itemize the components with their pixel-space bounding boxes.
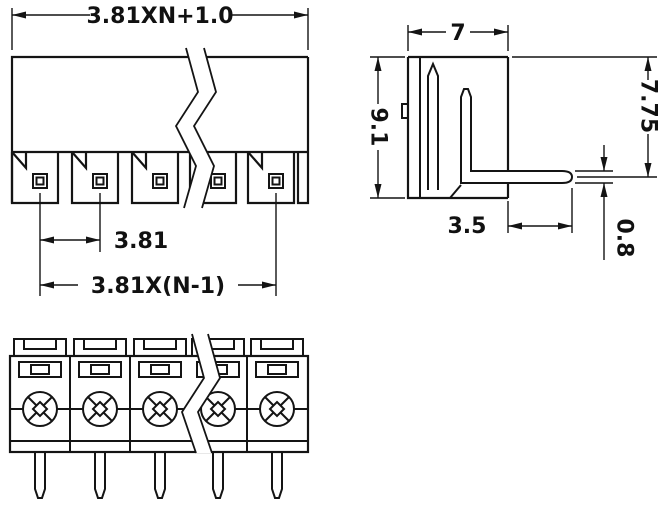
bottom-break-line bbox=[181, 333, 205, 454]
bottom-break-gap bbox=[182, 334, 220, 453]
dim-pin-offset-label: 3.5 bbox=[448, 214, 487, 239]
side-contact-blade bbox=[427, 61, 439, 190]
connector-tooth bbox=[10, 150, 60, 205]
dim-side-width: 7 bbox=[407, 21, 509, 51]
front-body-outline bbox=[10, 55, 310, 205]
dim-pin-thickness: 0.8 bbox=[575, 145, 637, 260]
bottom-break-line bbox=[197, 333, 221, 454]
front-break-gap bbox=[176, 48, 216, 208]
dim-overall-width-label: 3.81XN+1.0 bbox=[86, 4, 233, 29]
bottom-view bbox=[8, 333, 310, 499]
terminal-cell bbox=[129, 338, 191, 499]
front-break-line bbox=[174, 47, 199, 209]
dim-span: 3.81X(N-1) bbox=[39, 193, 277, 299]
terminal-cell bbox=[9, 338, 71, 499]
dim-pin-drop: 7.75 bbox=[512, 56, 659, 178]
dim-pin-drop-label: 7.75 bbox=[636, 79, 659, 133]
connector-tooth bbox=[246, 150, 296, 205]
front-break-line bbox=[192, 47, 217, 209]
dim-pitch: 3.81 bbox=[39, 193, 168, 254]
dim-pin-offset: 3.5 bbox=[448, 188, 573, 239]
side-view: 7 9.1 7.75 3.5 0.8 bbox=[366, 21, 659, 260]
dim-pin-thickness-label: 0.8 bbox=[612, 219, 637, 258]
side-body-outline bbox=[406, 55, 510, 200]
dim-span-label: 3.81X(N-1) bbox=[91, 274, 225, 299]
side-elbow-gusset bbox=[449, 184, 462, 199]
side-solder-pin bbox=[460, 88, 574, 184]
front-view: 3.81XN+1.0 3.81 3.81X(N-1) bbox=[10, 4, 310, 299]
dim-side-height: 9.1 bbox=[366, 56, 405, 199]
connector-tooth bbox=[70, 150, 120, 205]
terminal-cell bbox=[246, 338, 308, 499]
terminal-cell bbox=[69, 338, 131, 499]
dim-side-width-label: 7 bbox=[450, 21, 465, 46]
dim-pitch-label: 3.81 bbox=[114, 229, 168, 254]
dim-side-height-label: 9.1 bbox=[366, 108, 391, 147]
side-latch-notch bbox=[401, 103, 408, 119]
dim-overall-width: 3.81XN+1.0 bbox=[11, 4, 309, 50]
cell-separators bbox=[69, 356, 248, 452]
connector-tooth bbox=[130, 150, 180, 205]
